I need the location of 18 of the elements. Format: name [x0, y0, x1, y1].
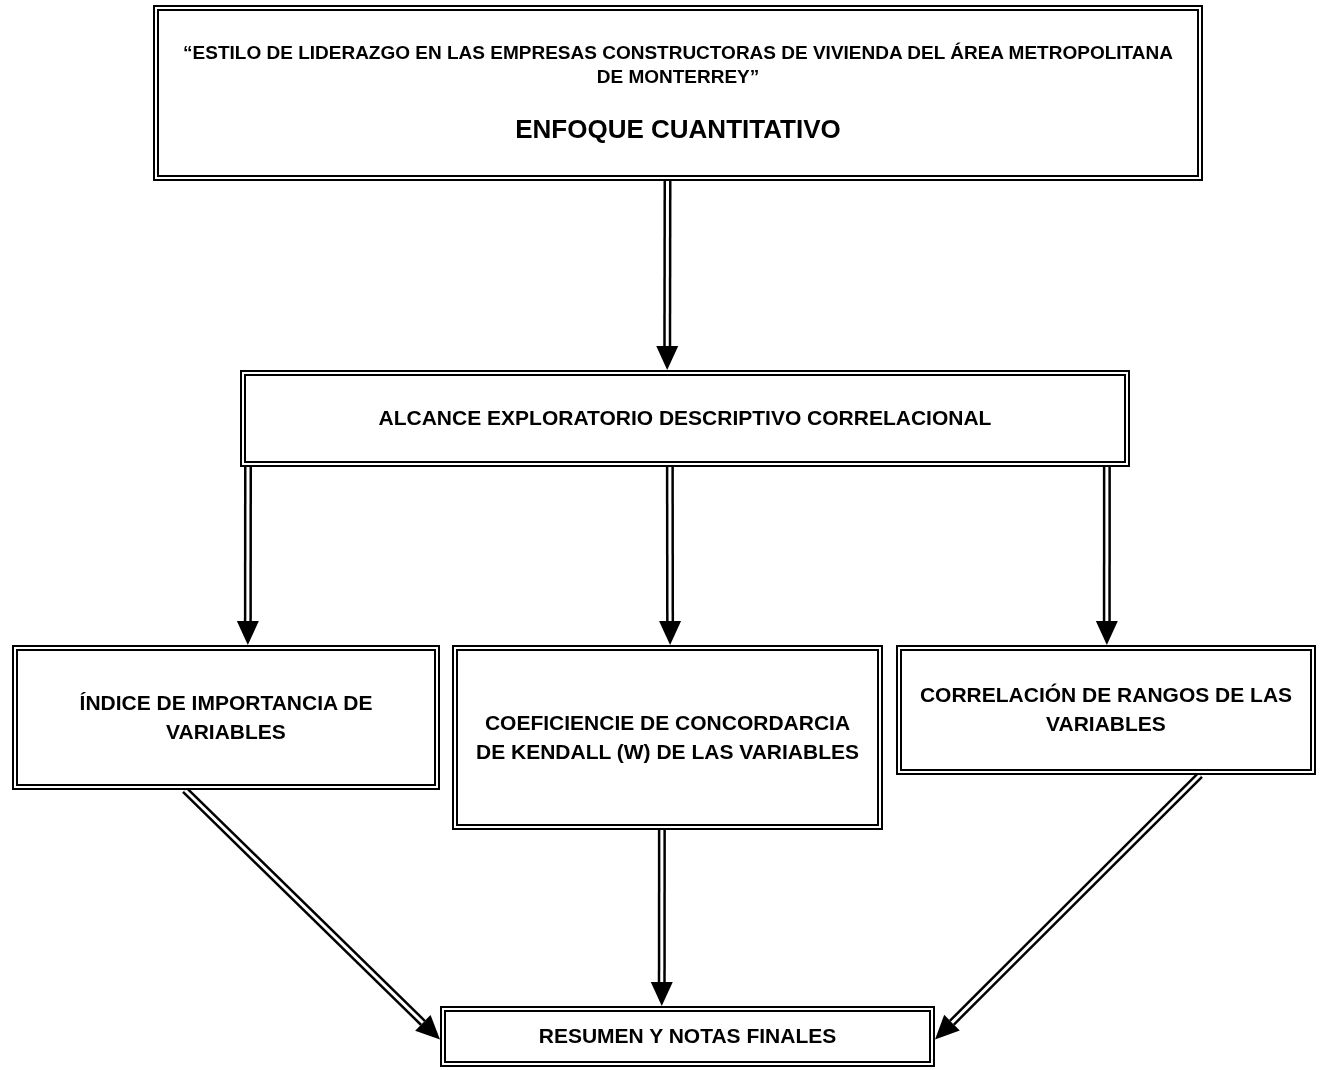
process-box — [153, 5, 1203, 181]
double-arrow — [1095, 467, 1118, 645]
double-arrow — [656, 181, 679, 370]
double-arrow — [236, 467, 259, 645]
double-arrow — [650, 830, 673, 1006]
double-arrow — [659, 467, 682, 645]
heading-text: ENFOQUE CUANTITATIVO — [515, 112, 841, 145]
box-label: ÍNDICE DE IMPORTANCIA DE VARIABLES — [78, 689, 374, 745]
process-box — [12, 645, 440, 790]
title-text: “ESTILO DE LIDERAZGO EN LAS EMPRESAS CONSTRUCTORAS DE VIVIENDA DEL ÁREA METROPOLITANA DE MONTERREY” — [182, 41, 1174, 89]
process-box — [452, 645, 883, 830]
process-box — [240, 370, 1130, 467]
process-box — [440, 1006, 935, 1067]
box-label: RESUMEN Y NOTAS FINALES — [538, 1023, 837, 1050]
box-label: ALCANCE EXPLORATORIO DESCRIPTIVO CORRELACIONAL — [378, 405, 992, 432]
process-box — [896, 645, 1316, 775]
box-label: CORRELACIÓN DE RANGOS DE LAS VARIABLES — [918, 682, 1294, 737]
box-label: COEFICIENCIE DE CONCORDARCIA DE KENDALL (W) DE LAS VARIABLES — [474, 709, 861, 765]
